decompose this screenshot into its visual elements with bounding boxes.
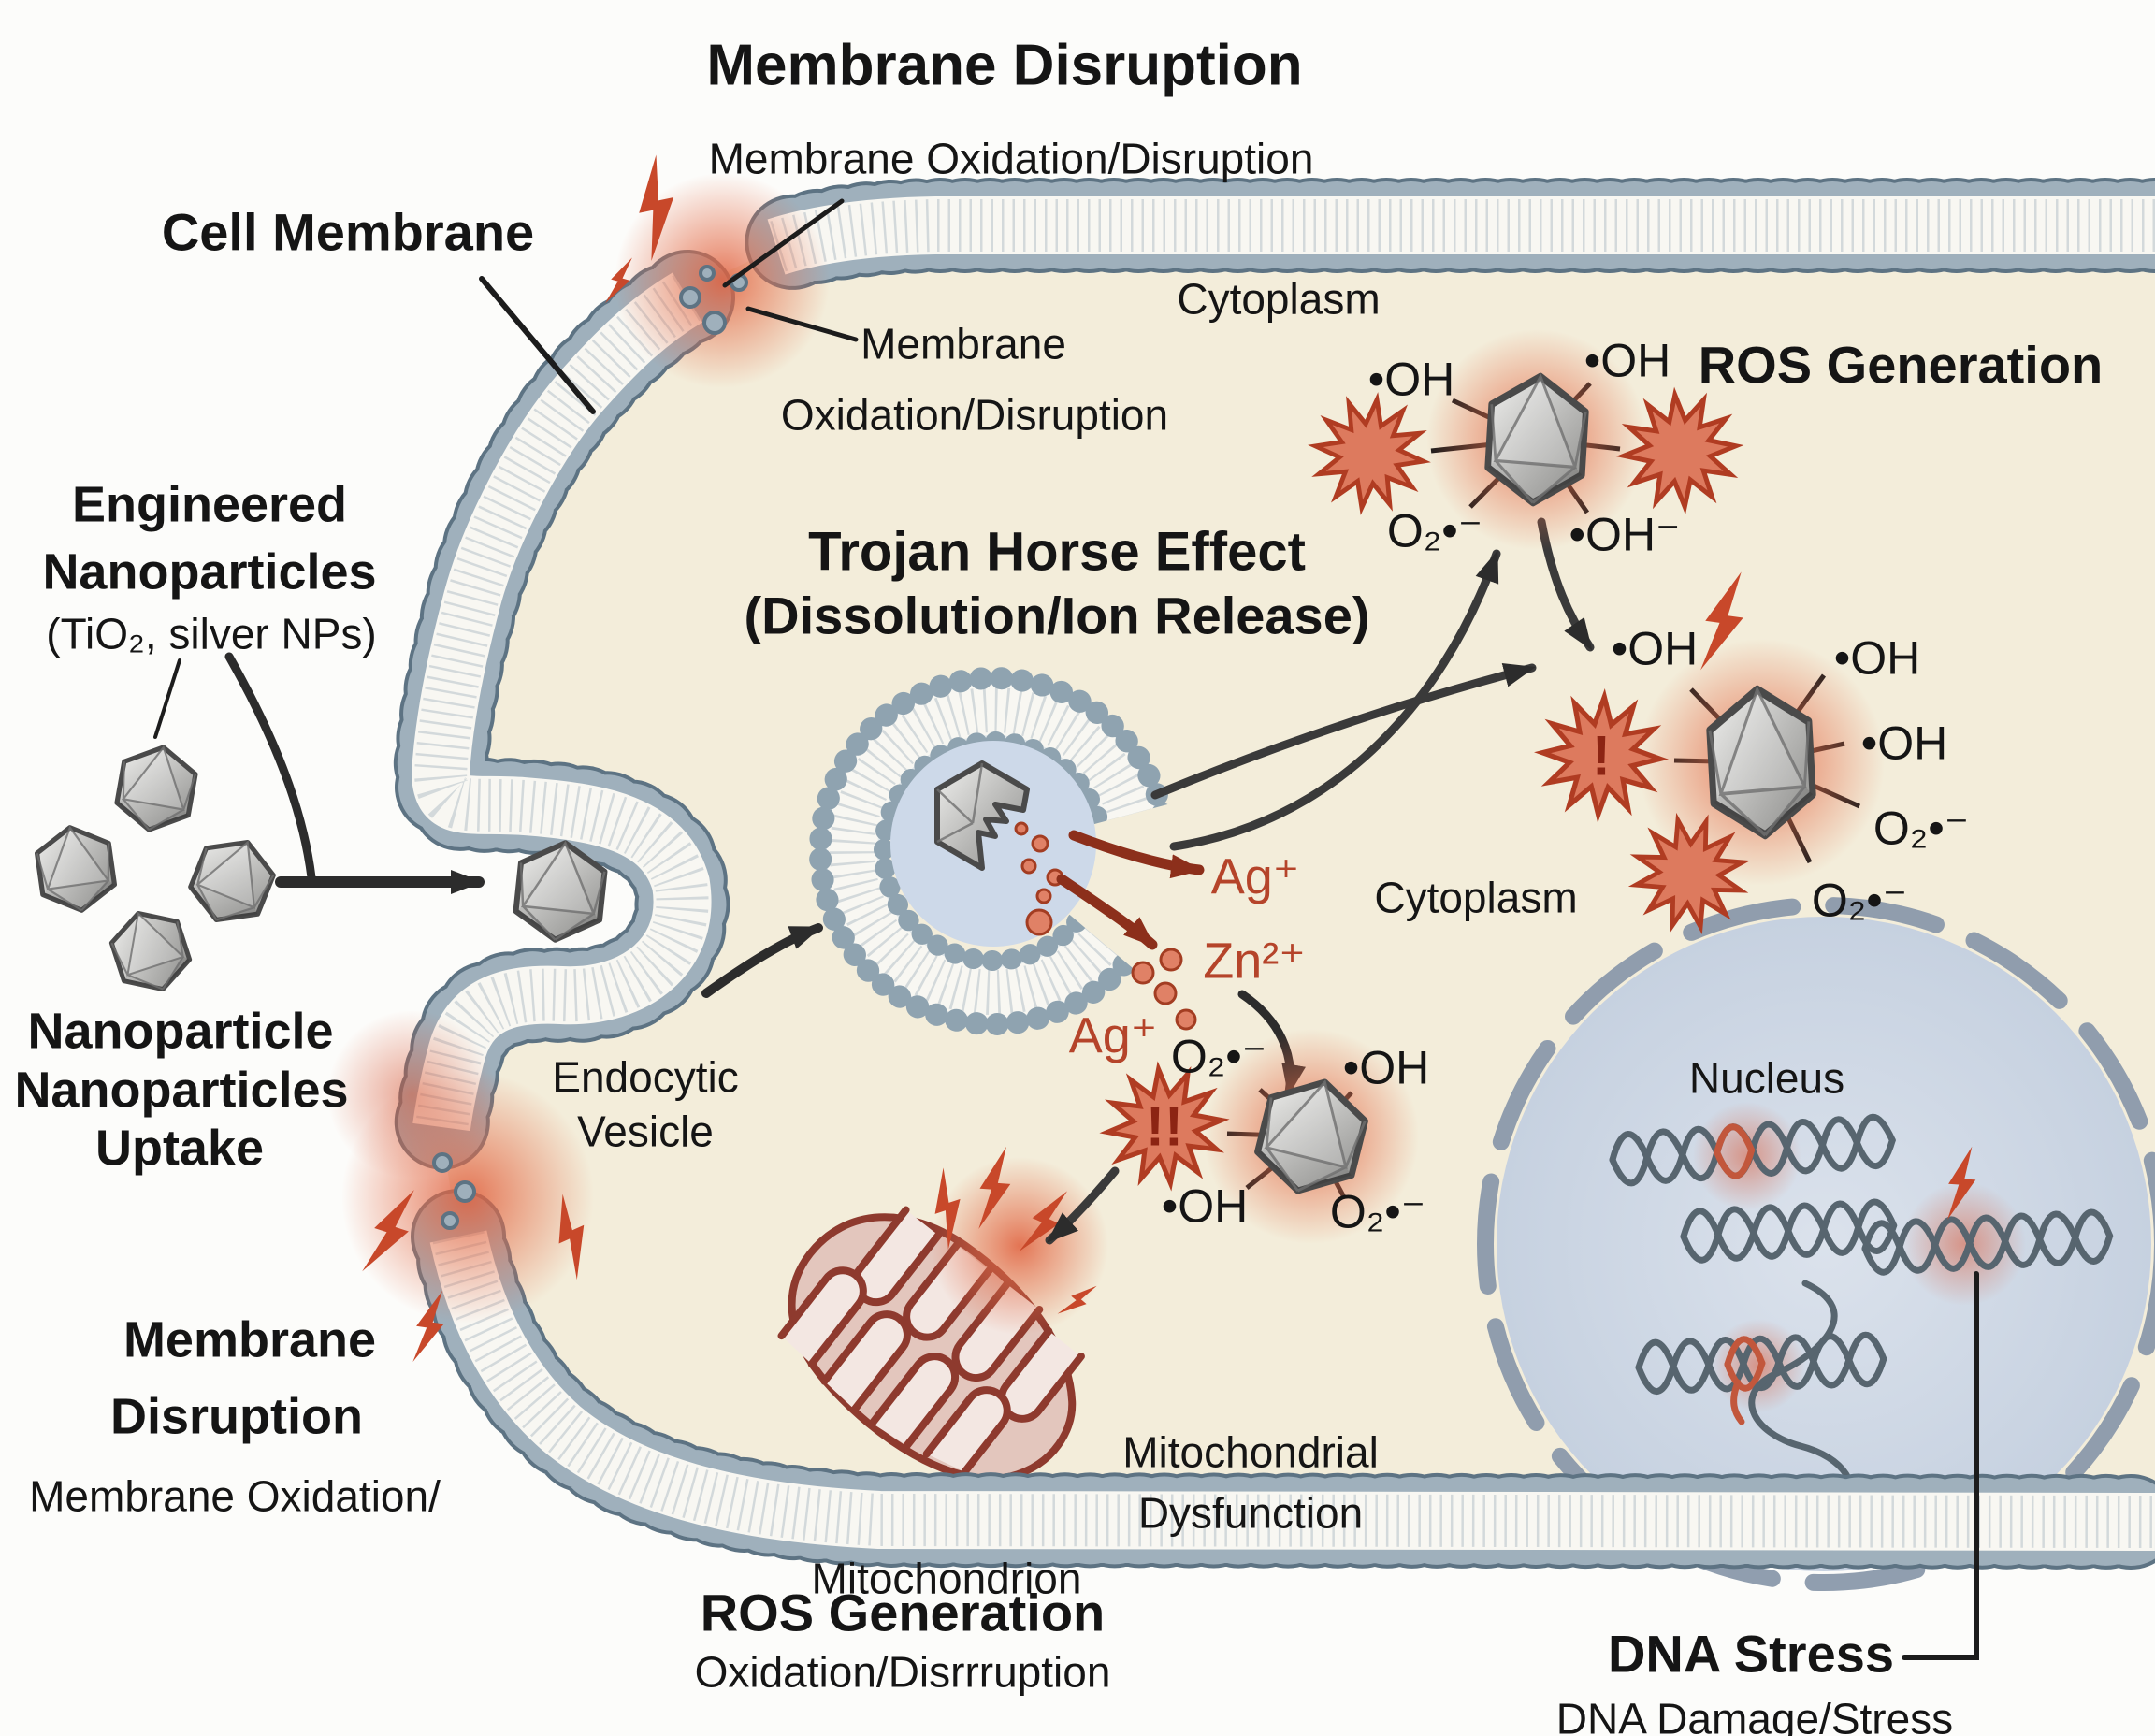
- mitochondrion: [777, 1145, 1108, 1483]
- nanoparticle-icon: [182, 829, 281, 933]
- dna-stress-connector: [1902, 1271, 1979, 1660]
- dna-helix-3: [1861, 1208, 2114, 1276]
- free-ion-dots: [1131, 948, 1197, 1031]
- nanoparticle-cluster: [34, 741, 281, 1000]
- nanoparticle-icon: [113, 741, 199, 836]
- nanoparticle-icon: [106, 903, 196, 1000]
- nucleus: [1477, 897, 2155, 1591]
- ros-nanoparticle-1: [1426, 329, 1647, 550]
- dna-helix-2: [1680, 1198, 1898, 1264]
- arrow-vesicle-to-ros1: [1169, 549, 1501, 851]
- membrane-left-segment: [392, 250, 735, 1175]
- ros-nanoparticle-3: [1204, 1029, 1419, 1244]
- dissolving-nanoparticle: [934, 760, 1030, 871]
- pointer-engineered-nps: [153, 658, 181, 739]
- dna-helix-1: [1609, 1113, 1896, 1187]
- uptake-curve: [224, 652, 316, 882]
- arrows: [153, 198, 1979, 1660]
- dna-broken-strand: [1748, 1280, 1856, 1517]
- membrane-disruption-site-bottom: [327, 1010, 603, 1366]
- pointer-cell-membrane: [479, 276, 596, 414]
- dna-helix-4: [1635, 1331, 1887, 1395]
- pointer-title-to-membrane: [722, 198, 845, 288]
- ros-nanoparticle-2: [1638, 568, 1885, 886]
- arrow-cup-to-vesicle: [701, 923, 823, 998]
- dna-broken-strand-red: [1730, 1379, 1745, 1425]
- pointer-inner-label-to-membrane: [745, 306, 859, 342]
- arrow-ion-zn: [1056, 874, 1158, 950]
- membrane-upper-segment: [729, 178, 2155, 295]
- nuclear-envelope: [1477, 897, 2155, 1591]
- arrow-to-mitochondrion: [1045, 1166, 1120, 1245]
- nanoparticle-icon: [34, 822, 117, 915]
- arrow-ion-ag: [1068, 830, 1205, 879]
- arrow-vesicle-to-ros2: [1150, 663, 1537, 800]
